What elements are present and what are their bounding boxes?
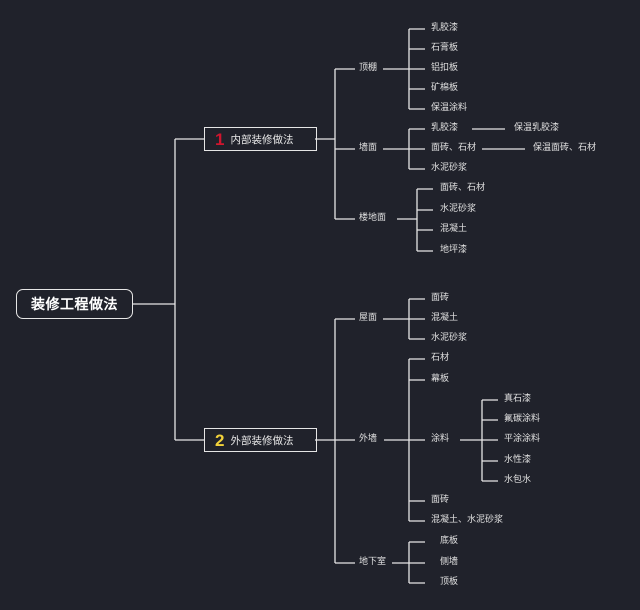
basement-connector [392,541,425,584]
root-connector [133,138,205,441]
group-floor[interactable]: 楼地面 [359,213,387,223]
group-basement[interactable]: 地下室 [359,557,387,567]
leaf-subitem[interactable]: 氟碳涂料 [504,414,541,424]
leaf-item[interactable]: 矿棉板 [431,83,459,93]
group-exterior-wall[interactable]: 外墙 [359,434,378,444]
root-label: 装修工程做法 [31,297,118,313]
leaf-item[interactable]: 水泥砂浆 [431,163,468,173]
leaf-item[interactable]: 混凝土、水泥砂浆 [431,515,504,525]
leaf-subitem[interactable]: 真石漆 [504,394,532,404]
leaf-item[interactable]: 混凝土 [431,313,459,323]
leaf-item[interactable]: 混凝土 [440,224,468,234]
branch2-connector [315,318,355,564]
roof-connector [383,298,425,340]
leaf-item[interactable]: 底板 [440,536,459,546]
leaf-item[interactable]: 面砖 [431,495,450,505]
leaf-item[interactable]: 侧墙 [440,557,459,567]
leaf-item[interactable]: 石膏板 [431,43,459,53]
leaf-item-coating[interactable]: 涂料 [431,434,450,444]
leaf-item[interactable]: 铝扣板 [431,63,459,73]
leaf-item[interactable]: 面砖 [431,293,450,303]
branch-label-exterior: 外部装修做法 [230,434,294,447]
leaf-item[interactable]: 水泥砂浆 [440,204,477,214]
branch-label-interior: 内部装修做法 [230,133,294,146]
branch-exterior[interactable]: 2 外部装修做法 [204,428,317,452]
branch1-connector [315,68,355,220]
leaf-item[interactable]: 水泥砂浆 [431,333,468,343]
leaf-item[interactable]: 顶板 [440,577,459,587]
leaf-item[interactable]: 石材 [431,353,450,363]
leaf-item[interactable]: 面砖、石材 [440,183,486,193]
leaf-subitem[interactable]: 水包水 [504,475,532,485]
group-roof[interactable]: 屋面 [359,313,378,323]
ceiling-connector [383,28,425,110]
leaf-item[interactable]: 地坪漆 [440,245,468,255]
floor-connector [397,188,433,252]
root-node[interactable]: 装修工程做法 [16,289,133,319]
branch-number-1: 1 [215,129,225,149]
group-ceiling[interactable]: 顶棚 [359,63,378,73]
leaf-subitem[interactable]: 水性漆 [504,455,532,465]
leaf-note[interactable]: 保温乳胶漆 [514,123,560,133]
branch-interior[interactable]: 1 内部装修做法 [204,127,317,151]
leaf-subitem[interactable]: 平涂涂料 [504,434,541,444]
leaf-item[interactable]: 保温涂料 [431,103,468,113]
coating-connector [460,399,498,482]
leaf-item[interactable]: 幕板 [431,374,450,384]
leaf-note[interactable]: 保温面砖、石材 [533,143,597,153]
branch-number-2: 2 [215,430,225,450]
interior-wall-connector [383,128,525,170]
leaf-item[interactable]: 乳胶漆 [431,23,459,33]
exterior-wall-connector [384,358,425,522]
leaf-item[interactable]: 乳胶漆 [431,123,459,133]
leaf-item[interactable]: 面砖、石材 [431,143,477,153]
group-interior-wall[interactable]: 墙面 [359,143,378,153]
